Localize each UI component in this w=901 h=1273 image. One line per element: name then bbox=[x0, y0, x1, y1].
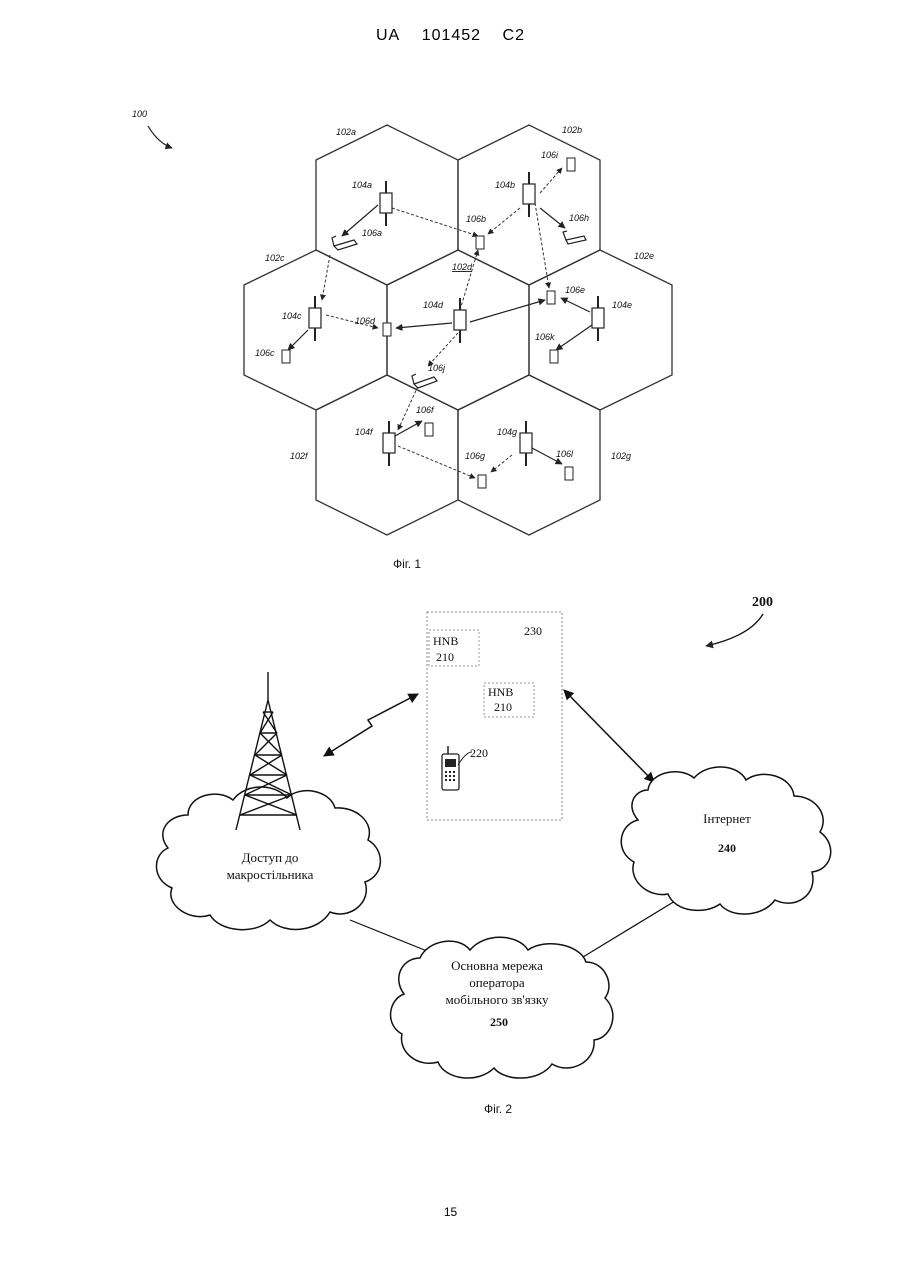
base-station-label: 104d bbox=[423, 300, 444, 310]
base-station-label: 104g bbox=[497, 427, 517, 437]
terminal-label: 106e bbox=[565, 285, 585, 295]
hnb-2-name: HNB bbox=[488, 685, 513, 699]
terminal-label: 106k bbox=[535, 332, 555, 342]
cell-label: 102e bbox=[634, 251, 654, 261]
base-station-icon bbox=[523, 172, 535, 217]
terminal-label: 106f bbox=[416, 405, 435, 415]
ue-label: 220 bbox=[470, 746, 488, 760]
wireless-link-arrow bbox=[324, 694, 418, 756]
terminal-label: 106i bbox=[541, 150, 559, 160]
cell-label: 102c bbox=[265, 253, 285, 263]
terminal-label: 106b bbox=[466, 214, 486, 224]
base-station-icon bbox=[309, 296, 321, 341]
fig2-ref-label: 200 bbox=[752, 595, 773, 610]
phone-icon bbox=[383, 323, 391, 336]
laptop-icon bbox=[563, 231, 586, 244]
macro-cloud-line2: макростільника bbox=[227, 867, 314, 882]
hnb-1-name: HNB bbox=[433, 634, 458, 648]
cell-label: 102g bbox=[611, 451, 631, 461]
phone-icon bbox=[425, 423, 433, 436]
core-cloud-line1: Основна мережа bbox=[451, 958, 543, 973]
terminal-label: 106c bbox=[255, 348, 275, 358]
figure-2: 200 230 HNB 210 HNB 210 220 bbox=[156, 595, 830, 1116]
macro-core-link bbox=[350, 920, 432, 953]
phone-icon bbox=[282, 350, 290, 363]
core-cloud-line3: мобільного зв'язку bbox=[446, 992, 549, 1007]
base-station-label: 104e bbox=[612, 300, 632, 310]
base-station-label: 104b bbox=[495, 180, 515, 190]
laptop-icon bbox=[332, 236, 357, 250]
cell-label: 102b bbox=[562, 125, 582, 135]
figure-1-caption: Фіг. 1 bbox=[393, 557, 421, 571]
user-equipment-icon bbox=[442, 746, 459, 790]
phone-icon bbox=[550, 350, 558, 363]
laptop-icon bbox=[412, 374, 437, 388]
figure-1: 100 102a 102b 102c 102d 102e 102f 102g bbox=[132, 109, 672, 571]
macro-cloud-line1: Доступ до bbox=[242, 850, 299, 865]
page-number: 15 bbox=[0, 1205, 901, 1219]
phone-icon bbox=[476, 236, 484, 249]
base-station-icon bbox=[520, 421, 532, 466]
base-station-label: 104f bbox=[355, 427, 374, 437]
cell-label: 102a bbox=[336, 127, 356, 137]
fig1-ref-label: 100 bbox=[132, 109, 147, 119]
phone-icon bbox=[547, 291, 555, 304]
cell-label: 102f bbox=[290, 451, 309, 461]
terminal-label: 106h bbox=[569, 213, 589, 223]
base-station-label: 104a bbox=[352, 180, 372, 190]
core-cloud-ref: 250 bbox=[490, 1015, 508, 1029]
fig2-ref-arrow bbox=[706, 614, 763, 646]
terminal-label: 106d bbox=[355, 316, 376, 326]
base-station-icon bbox=[592, 296, 604, 341]
internet-link-arrow bbox=[564, 690, 654, 782]
base-station-icon bbox=[383, 421, 395, 466]
base-station-icon bbox=[454, 298, 466, 343]
phone-icon bbox=[565, 467, 573, 480]
terminal-label: 106a bbox=[362, 228, 382, 238]
building-label: 230 bbox=[524, 624, 542, 638]
hnb-1-ref: 210 bbox=[436, 650, 454, 664]
base-station-label: 104c bbox=[282, 311, 302, 321]
internet-cloud-name: Інтернет bbox=[703, 811, 751, 826]
core-cloud-line2: оператора bbox=[469, 975, 525, 990]
cell-label: 102d bbox=[452, 262, 473, 272]
cell-hexagon bbox=[316, 375, 458, 535]
terminal-label: 106j bbox=[428, 363, 446, 373]
base-station-icon bbox=[380, 181, 392, 226]
phone-icon bbox=[478, 475, 486, 488]
phone-icon bbox=[567, 158, 575, 171]
terminal-label: 106g bbox=[465, 451, 485, 461]
hnb-2-ref: 210 bbox=[494, 700, 512, 714]
internet-cloud-ref: 240 bbox=[718, 841, 736, 855]
terminal-label: 106l bbox=[556, 449, 574, 459]
internet-core-link bbox=[583, 898, 680, 957]
fig1-ref-arrow bbox=[148, 126, 172, 148]
figure-2-caption: Фіг. 2 bbox=[484, 1102, 512, 1116]
